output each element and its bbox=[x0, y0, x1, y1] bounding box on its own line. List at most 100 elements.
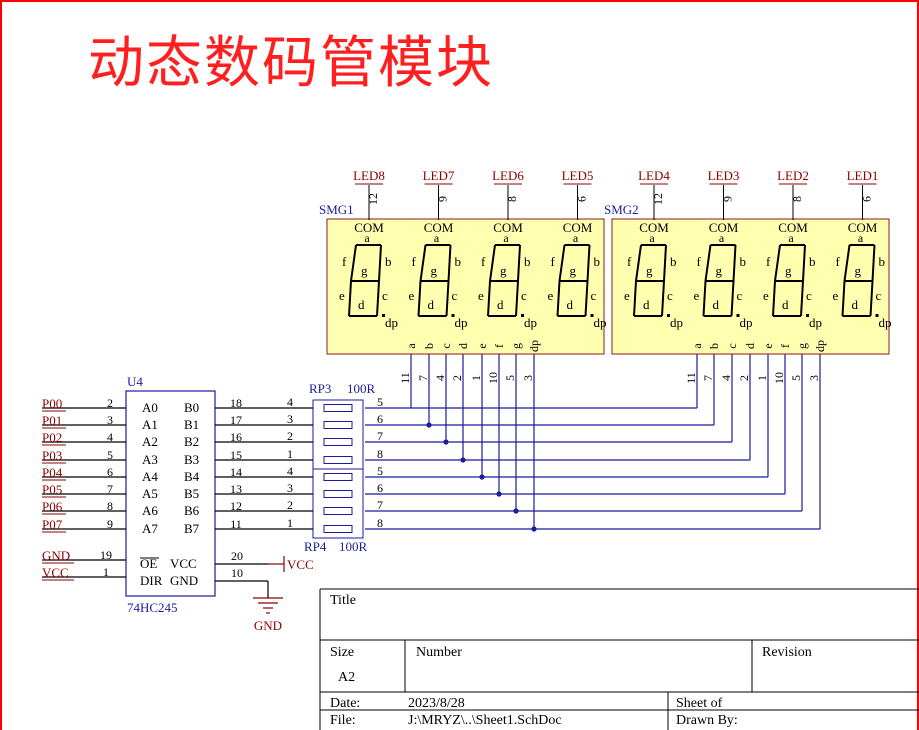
segment-e bbox=[348, 280, 352, 317]
ctrl-pin-number: 19 bbox=[100, 548, 112, 562]
digit-seg-dp-label: dp bbox=[879, 315, 892, 330]
resistor-right-pin: 6 bbox=[377, 481, 383, 495]
junction-dot bbox=[513, 508, 519, 514]
digit-seg-e-label: e bbox=[833, 288, 839, 303]
resistor bbox=[323, 438, 353, 446]
com-net-label: LED1 bbox=[847, 168, 879, 183]
buffer-part: 74HC245 bbox=[127, 600, 178, 615]
digit-seg-a-label: a bbox=[719, 231, 725, 245]
digit-seg-b-label: b bbox=[670, 254, 677, 269]
tb-title-label: Title bbox=[330, 593, 356, 608]
digit-seg-d-label: d bbox=[713, 297, 720, 312]
digit-seg-b-label: b bbox=[455, 254, 462, 269]
com-pin-number: 12 bbox=[366, 193, 380, 205]
com-net-label: LED2 bbox=[777, 168, 809, 183]
digit-seg-b-label: b bbox=[809, 254, 816, 269]
input-pin-name: A2 bbox=[142, 434, 158, 449]
segment-f bbox=[558, 244, 566, 282]
ctrl-pin-name: DIR bbox=[140, 573, 163, 588]
digit-seg-a-label: a bbox=[503, 231, 509, 245]
input-pin-name: A7 bbox=[142, 521, 158, 536]
resistor bbox=[323, 507, 353, 515]
resistor-right-pin: 5 bbox=[377, 464, 383, 478]
input-pin-name: A1 bbox=[142, 417, 158, 432]
resistor bbox=[323, 421, 353, 429]
digit-seg-e-label: e bbox=[624, 288, 630, 303]
digit-seg-e-label: e bbox=[763, 288, 769, 303]
com-pin-number: 9 bbox=[721, 196, 735, 202]
digit-com-label: COM bbox=[848, 220, 878, 235]
segment-dp bbox=[590, 314, 594, 317]
com-net-label: LED4 bbox=[638, 168, 670, 183]
segment-pin-number: 4 bbox=[433, 375, 447, 381]
ctrl-right-pin-number: 20 bbox=[231, 549, 243, 563]
segment-pin-number: 7 bbox=[416, 375, 430, 381]
segment-dp bbox=[451, 314, 455, 317]
junction-dot bbox=[426, 422, 432, 428]
digit-seg-g-label: g bbox=[716, 263, 723, 278]
digit-seg-g-label: g bbox=[646, 263, 653, 278]
digit-seg-b-label: b bbox=[524, 254, 531, 269]
segment-b bbox=[586, 244, 591, 282]
com-pin-number: 6 bbox=[860, 196, 874, 202]
segment-pin-number: 5 bbox=[789, 375, 803, 381]
resistor-right-pin: 8 bbox=[377, 447, 383, 461]
resistor-left-pin: 2 bbox=[287, 429, 293, 443]
segment-pin-name: e bbox=[475, 343, 489, 348]
digit-seg-b-label: b bbox=[879, 254, 886, 269]
digit-com-label: COM bbox=[493, 220, 523, 235]
segment-pin-name: a bbox=[404, 343, 418, 349]
digit-seg-e-label: e bbox=[339, 288, 345, 303]
tb-file-label: File: bbox=[330, 713, 356, 728]
gnd-symbol-label: GND bbox=[254, 618, 282, 633]
resistor-left-pin: 3 bbox=[287, 412, 293, 426]
segment-pin-name: d bbox=[743, 343, 757, 349]
output-pin-name: B1 bbox=[184, 417, 199, 432]
digit-seg-b-label: b bbox=[594, 254, 601, 269]
digit-seg-dp-label: dp bbox=[455, 315, 468, 330]
digit-seg-dp-label: dp bbox=[740, 315, 753, 330]
output-pin-name: B3 bbox=[184, 452, 199, 467]
segment-e bbox=[417, 280, 422, 317]
segment-e bbox=[702, 280, 707, 317]
input-pin-number: 4 bbox=[107, 430, 113, 444]
digit-seg-a-label: a bbox=[573, 231, 579, 245]
digit-seg-d-label: d bbox=[428, 297, 435, 312]
segment-pin-name: dp bbox=[527, 340, 541, 352]
com-net-label: LED5 bbox=[562, 168, 594, 183]
segment-pin-name: c bbox=[439, 343, 453, 348]
input-net-label: P03 bbox=[42, 448, 62, 463]
input-pin-number: 9 bbox=[107, 517, 113, 531]
segment-pin-name: b bbox=[707, 343, 721, 349]
segment-pin-number: 11 bbox=[398, 372, 412, 384]
output-pin-number: 16 bbox=[230, 430, 242, 444]
segment-f bbox=[635, 244, 642, 282]
junction-dot bbox=[531, 526, 537, 532]
segment-pin-number: 1 bbox=[469, 375, 483, 381]
digit-seg-f-label: f bbox=[551, 254, 556, 269]
resistor bbox=[323, 404, 353, 412]
tb-sheet-label: Sheet of bbox=[676, 696, 723, 711]
segment-pin-name: c bbox=[725, 343, 739, 348]
digit-seg-b-label: b bbox=[740, 254, 747, 269]
digit-seg-g-label: g bbox=[361, 263, 368, 278]
digit-seg-a-label: a bbox=[434, 231, 440, 245]
resistor-right-pin: 7 bbox=[377, 429, 383, 443]
digit-seg-g-label: g bbox=[431, 263, 438, 278]
input-pin-name: A3 bbox=[142, 452, 158, 467]
digit-seg-d-label: d bbox=[497, 297, 504, 312]
segment-c bbox=[730, 280, 735, 317]
output-pin-name: B2 bbox=[184, 434, 199, 449]
digit-seg-d-label: d bbox=[358, 297, 365, 312]
digit-seg-c-label: c bbox=[452, 288, 458, 303]
segment-c bbox=[584, 280, 589, 317]
rp3-designator: RP3 bbox=[309, 381, 331, 396]
com-pin-number: 8 bbox=[505, 196, 519, 202]
digit-seg-f-label: f bbox=[481, 254, 486, 269]
input-pin-name: A6 bbox=[142, 503, 158, 518]
digit-seg-f-label: f bbox=[627, 254, 632, 269]
